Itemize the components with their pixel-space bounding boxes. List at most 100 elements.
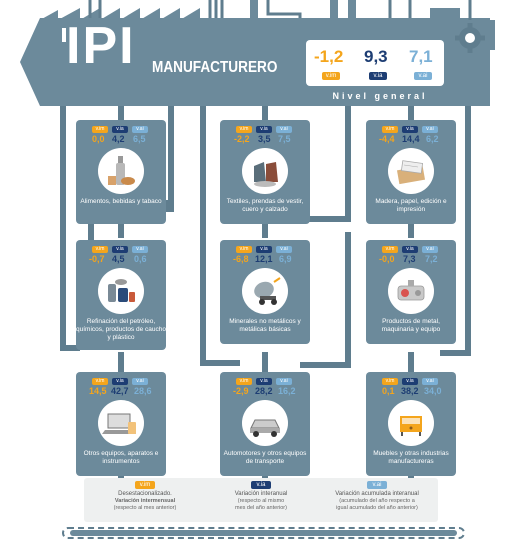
pipe: [408, 472, 414, 480]
pipe: [60, 345, 80, 351]
pipe: [168, 106, 174, 206]
pipe: [88, 206, 94, 246]
via-value: 12,1: [255, 254, 273, 264]
pipe: [262, 472, 268, 480]
legend-vai-tag: v.ai: [367, 481, 387, 489]
pipe: [440, 350, 471, 356]
via-value: 4,2: [112, 134, 125, 144]
laptop-icon: [98, 400, 144, 446]
legend-vim-sub: (respecto al mes anterior): [113, 505, 177, 511]
vai-value: 6,5: [133, 134, 146, 144]
pipe: [118, 224, 124, 238]
legend-vai-title: Variación acumulada interanual: [335, 491, 419, 497]
sector-caption: Madera, papel, edición e impresión: [375, 198, 447, 213]
pipe: [118, 472, 124, 480]
bottom-pipe-outline: [62, 527, 465, 539]
paper-icon: [388, 148, 434, 194]
cement-mixer-icon: [242, 268, 288, 314]
sector-caption: Refinación del petróleo, químicos, produ…: [76, 318, 166, 341]
general-vai-value: 7,1: [409, 47, 433, 66]
pipe: [118, 352, 124, 374]
vai-value: 7,5: [278, 134, 291, 144]
via-tag: v.ia: [402, 378, 418, 385]
pipe: [118, 106, 124, 126]
sector-card: v.im v.ia v.ai 0,0 4,2 6,5 Alimentos, be…: [76, 120, 166, 224]
bottom-pipe: [70, 530, 457, 536]
via-tag: v.ia: [256, 246, 272, 253]
sector-caption: Alimentos, bebidas y tabaco: [80, 198, 162, 205]
vim-value: -0,7: [89, 254, 105, 264]
page-subtitle: MANUFACTURERO: [152, 59, 278, 76]
vim-value: -4,4: [379, 134, 395, 144]
vai-value: 0,6: [134, 254, 147, 264]
legend-via-sub: (respecto al mismo: [237, 498, 285, 504]
car-icon: [242, 400, 288, 446]
sector-card: v.im v.ia v.ai -0,0 7,3 7,2 Productos de…: [366, 240, 456, 344]
furniture-icon: [388, 400, 434, 446]
machinery-icon: [388, 268, 434, 314]
via-value: 42,7: [111, 386, 129, 396]
legend-vim-title: Desestacionalizado.: [118, 491, 172, 497]
general-vai-tag: v.ai: [414, 72, 432, 80]
via-value: 4,5: [112, 254, 125, 264]
vim-tag: v.im: [236, 378, 252, 385]
sector-card: v.im v.ia v.ai -4,4 14,4 6,2 Madera, pap…: [366, 120, 456, 224]
vai-tag: v.ai: [276, 126, 292, 133]
legend-vim-tag: v.im: [135, 481, 155, 489]
pipe: [300, 362, 351, 368]
general-level-label: Nivel general: [332, 91, 428, 101]
via-value: 7,3: [403, 254, 416, 264]
pipe: [160, 200, 174, 206]
sector-card: v.im v.ia v.ai -6,8 12,1 6,9 Minerales n…: [220, 240, 310, 344]
vai-tag: v.ai: [422, 126, 438, 133]
vai-value: 34,0: [424, 386, 442, 396]
via-tag: v.ia: [256, 126, 272, 133]
vim-tag: v.im: [236, 126, 252, 133]
vim-tag: v.im: [236, 246, 252, 253]
vim-value: 0,0: [92, 134, 105, 144]
pipe: [345, 232, 351, 362]
chemicals-icon: [98, 268, 144, 314]
legend-via-sub2: mes del año anterior): [235, 505, 287, 511]
general-via-value: 9,3: [364, 47, 388, 66]
general-via-tag: v.ia: [369, 72, 387, 80]
pipe: [408, 352, 414, 374]
pipe: [60, 106, 66, 351]
pipe: [465, 106, 471, 356]
vai-tag: v.ai: [422, 378, 438, 385]
legend-vai-sub2: igual acumulado del año anterior): [336, 505, 418, 511]
vim-tag: v.im: [382, 378, 398, 385]
vim-tag: v.im: [92, 246, 108, 253]
pipe: [262, 106, 268, 126]
general-vim-value: -1,2: [314, 47, 344, 66]
vim-value: -2,9: [233, 386, 249, 396]
vai-tag: v.ai: [132, 246, 148, 253]
sector-card: v.im v.ia v.ai 0,1 38,2 34,0 Muebles y o…: [366, 372, 456, 476]
vim-tag: v.im: [382, 126, 398, 133]
vim-value: 0,1: [382, 386, 395, 396]
via-value: 3,5: [258, 134, 271, 144]
via-tag: v.ia: [402, 126, 418, 133]
sector-card: v.im v.ia v.ai -0,7 4,5 0,6 Refinación d…: [76, 240, 166, 350]
sector-caption: Otros equipos, aparatos e instrumentos: [83, 450, 159, 465]
food-icon: [98, 148, 144, 194]
via-tag: v.ia: [112, 126, 128, 133]
via-tag: v.ia: [256, 378, 272, 385]
sector-card: v.im v.ia v.ai -2,9 28,2 16,2 Automotore…: [220, 372, 310, 476]
pipe: [262, 224, 268, 238]
pipe: [200, 106, 206, 366]
pipe: [262, 352, 268, 374]
vai-value: 16,2: [278, 386, 296, 396]
sector-caption: Minerales no metálicos y metálicas básic…: [229, 318, 301, 333]
vai-value: 6,2: [426, 134, 439, 144]
vim-tag: v.im: [382, 246, 398, 253]
sector-caption: Automotores y otros equipos de transport…: [223, 450, 307, 465]
via-tag: v.ia: [112, 246, 128, 253]
via-value: 28,2: [255, 386, 273, 396]
sector-caption: Productos de metal, maquinaria y equipo: [381, 318, 441, 333]
vai-tag: v.ai: [132, 378, 148, 385]
vai-tag: v.ai: [276, 378, 292, 385]
textile-icon: [242, 148, 288, 194]
vai-value: 6,9: [279, 254, 292, 264]
legend-vai-sub: (acumulado del año respecto a: [339, 498, 415, 504]
